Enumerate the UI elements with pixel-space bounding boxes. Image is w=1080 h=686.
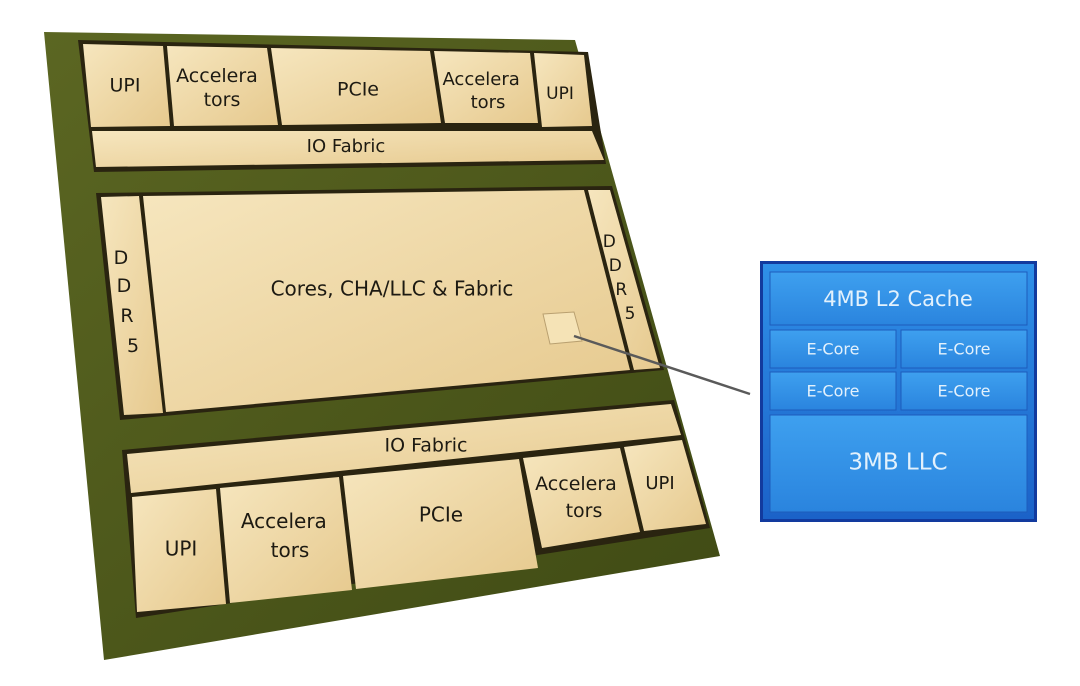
cores-cha-llc-fabric-label: Cores, CHA/LLC & Fabric <box>271 277 514 301</box>
ecore-label-3: E-Core <box>807 382 860 401</box>
top-io-fabric-tile <box>92 131 604 167</box>
bottom-accelerators-left-line1: Accelera <box>241 509 327 533</box>
l2-cache-block <box>769 271 1028 326</box>
ddr5-right-tile <box>588 190 660 370</box>
ddr5-left-label: D D R 5 <box>114 247 140 357</box>
ddr5-right-label: D D R 5 <box>603 232 636 324</box>
bottom-io-fabric-tile <box>127 404 681 493</box>
bottom-accelerators-left-label: Accelera tors <box>241 509 333 562</box>
top-io-fabric-label: IO Fabric <box>307 136 386 157</box>
ecore-label-2: E-Core <box>938 340 991 359</box>
ecore-cluster-zoom: 4MB L2 Cache E-Core E-Core E-Core E-Core… <box>760 261 1037 522</box>
ecore-label-1: E-Core <box>807 340 860 359</box>
bottom-accelerators-left-tile <box>220 477 352 603</box>
top-io-die: UPI Accelera tors PCIe Accelera tors UPI… <box>78 40 606 172</box>
ddr5-left-tile <box>101 196 163 415</box>
zoom-connector-line <box>573 334 751 396</box>
top-upi-left-label: UPI <box>110 75 141 97</box>
top-accelerators-left-line1: Accelera <box>176 65 258 87</box>
bottom-io-die: IO Fabric UPI Accelera tors PCIe Acceler… <box>122 400 710 618</box>
highlighted-core-tile <box>542 311 583 345</box>
bottom-accelerators-left-line2: tors <box>271 538 310 562</box>
top-pcie-tile <box>271 48 441 125</box>
bottom-accelerators-right-line2: tors <box>566 500 603 522</box>
llc-label: 3MB LLC <box>848 450 947 476</box>
top-accelerators-left-label: Accelera tors <box>176 65 264 111</box>
ddr5-left-char4: 5 <box>127 335 139 357</box>
top-upi-right-label: UPI <box>546 84 574 104</box>
ddr5-right-char3: R <box>615 280 627 300</box>
top-upi-right-tile <box>534 53 592 127</box>
ddr5-left-char2: D <box>117 275 132 297</box>
ddr5-left-char3: R <box>120 305 133 327</box>
ecore-label-4: E-Core <box>938 382 991 401</box>
bottom-upi-right-label: UPI <box>645 473 674 494</box>
top-accelerators-right-line1: Accelera <box>442 69 519 90</box>
ecore-block-3 <box>769 371 897 411</box>
bottom-upi-right-tile <box>624 440 706 531</box>
bottom-accelerators-right-line1: Accelera <box>535 473 617 495</box>
bottom-io-fabric-label: IO Fabric <box>384 435 467 457</box>
top-accelerators-right-label: Accelera tors <box>442 69 525 113</box>
bottom-upi-left-label: UPI <box>165 537 198 561</box>
compute-die: D D R 5 Cores, CHA/LLC & Fabric D D R 5 <box>96 186 664 420</box>
top-accelerators-right-line2: tors <box>471 92 506 113</box>
ddr5-left-char1: D <box>114 247 129 269</box>
llc-block <box>769 414 1028 513</box>
top-upi-left-tile <box>83 44 170 127</box>
top-accelerators-right-tile <box>434 51 538 123</box>
top-pcie-label: PCIe <box>337 79 379 101</box>
l2-cache-label: 4MB L2 Cache <box>823 287 973 311</box>
bottom-accelerators-right-label: Accelera tors <box>535 473 623 522</box>
top-accelerators-left-line2: tors <box>204 89 241 111</box>
bottom-pcie-label: PCIe <box>419 503 463 527</box>
ecore-block-1 <box>769 329 897 369</box>
ddr5-right-char4: 5 <box>625 304 636 324</box>
bottom-upi-left-tile <box>132 489 226 612</box>
top-accelerators-left-tile <box>167 46 278 126</box>
ecore-block-2 <box>900 329 1028 369</box>
bottom-accelerators-right-tile <box>523 448 640 548</box>
bottom-pcie-tile <box>343 459 538 589</box>
ecore-block-4 <box>900 371 1028 411</box>
ddr5-right-char2: D <box>609 256 622 276</box>
cores-cha-llc-fabric-tile <box>143 190 630 412</box>
ddr5-right-char1: D <box>603 232 616 252</box>
